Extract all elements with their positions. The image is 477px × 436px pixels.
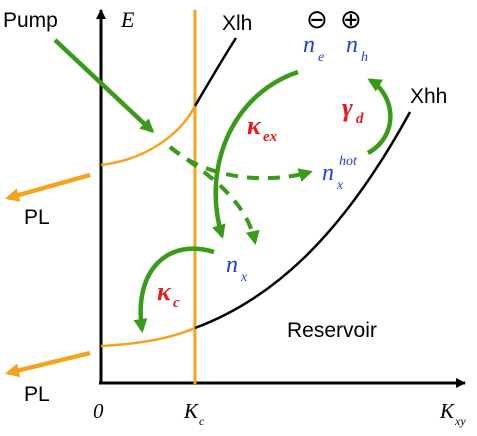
pump-arrow [53,38,155,134]
upper-branch-exciton [193,37,238,107]
lower-branch-exciton [194,111,412,330]
kappa-ex-arrow [212,69,299,239]
plus-charge-icon: ⊕ [340,4,362,34]
gamma-d-arrow [366,78,393,155]
upper-branch-photon [100,105,197,167]
origin-label: 0 [93,399,104,423]
relaxation-dashed-nx [168,145,260,245]
lower-branch-photon [100,326,196,348]
nh-label: n h [346,32,368,65]
nx-label: n x [226,252,248,285]
pl-arrow-bottom [5,350,91,378]
pl-label-bottom: PL [24,383,50,406]
kappa-c-label: κ c [157,277,180,311]
kc-tick-label: K c [183,399,205,428]
kappa-ex-label: κ ex [247,111,278,145]
reservoir-label: Reservoir [287,319,377,342]
ne-label: n e [303,32,324,65]
y-axis-label: E [120,7,135,32]
gamma-d-label: γ d [342,93,364,127]
pl-arrow-top [5,172,91,202]
kappa-c-arrow [133,246,215,333]
minus-charge-icon: ⊖ [306,4,328,34]
relaxation-dashed-hot [168,145,313,182]
pump-label: Pump [3,9,58,32]
upper-branch-label: Xlh [222,12,252,35]
x-axis-label: K xy [439,399,466,428]
nx-hot-label: n x hot [322,154,358,193]
pl-label-top: PL [24,206,50,229]
lower-branch-label: Xhh [410,85,447,108]
